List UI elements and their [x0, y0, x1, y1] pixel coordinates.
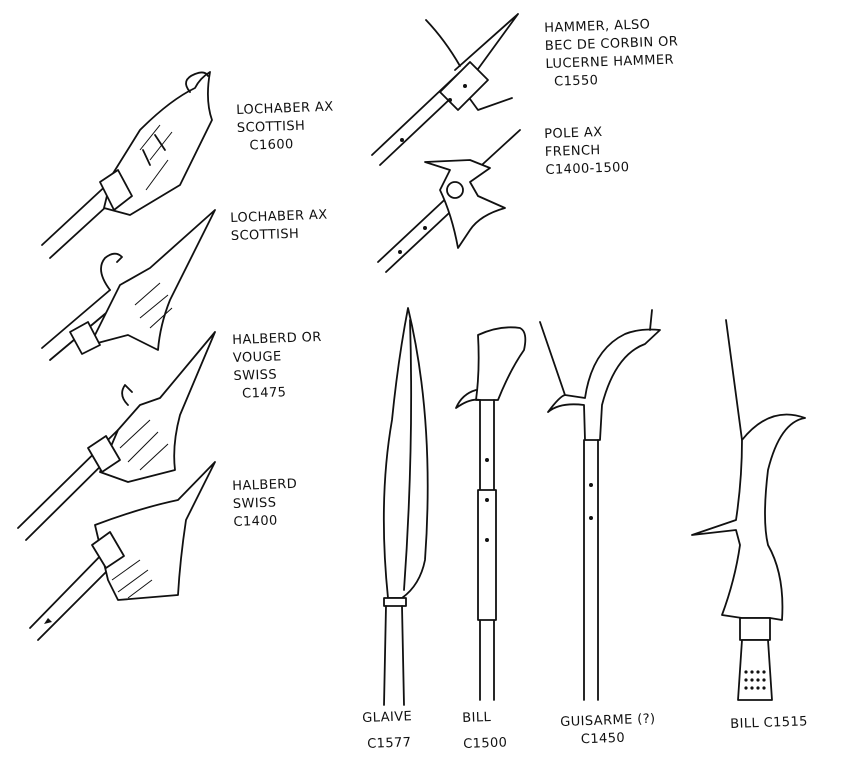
label-line: GUISARME (?): [560, 711, 656, 730]
label-line: SWISS: [232, 495, 277, 512]
label-hammer: HAMMER, ALSO BEC DE CORBIN OR LUCERNE HA…: [544, 15, 680, 92]
label-line: GLAIVE: [362, 709, 413, 726]
label-bill-1500: BILL C1500: [462, 708, 508, 754]
label-line: LOCHABER AX: [236, 99, 334, 118]
label-line: BILL: [462, 709, 492, 726]
label-line: C1400-1500: [545, 160, 630, 178]
label-lochaber-ax-2: LOCHABER AX SCOTTISH: [230, 207, 328, 246]
label-halberd-vouge: HALBERD OR VOUGE SWISS C1475: [232, 329, 324, 404]
label-line: HALBERD OR: [232, 329, 322, 348]
label-line: C1500: [462, 735, 508, 752]
label-line: C1577: [366, 735, 412, 752]
label-line: C1450: [580, 730, 626, 748]
label-lochaber-ax-1: LOCHABER AX SCOTTISH C1600: [236, 99, 335, 156]
label-line: BILL C1515: [730, 714, 809, 732]
label-line: C1600: [249, 137, 294, 154]
label-bill-1515: BILL C1515: [730, 713, 808, 734]
hammer-drawing: [371, 13, 519, 166]
label-line: C1475: [241, 385, 287, 402]
lochaber-ax-1-drawing: [41, 71, 213, 259]
label-guisarme: GUISARME (?) C1450: [560, 711, 656, 750]
bill-1515-drawing: [691, 319, 806, 701]
label-line: C1400: [233, 513, 278, 530]
label-glaive: GLAIVE C1577: [362, 708, 413, 754]
halberd-vouge-drawing: [17, 331, 216, 541]
guisarme-drawing: [539, 309, 661, 701]
label-line: SCOTTISH: [230, 226, 300, 244]
label-halberd-swiss: HALBERD SWISS C1400: [232, 476, 299, 532]
label-line: LOCHABER AX: [230, 207, 328, 226]
label-pole-ax: POLE AX FRENCH C1400-1500: [544, 123, 630, 180]
bill-1500-drawing: [455, 326, 527, 701]
lochaber-ax-2-drawing: [41, 209, 216, 361]
glaive-drawing: [382, 307, 429, 706]
halberd-swiss-drawing: [29, 461, 216, 641]
label-line: HALBERD: [232, 476, 298, 494]
pole-ax-drawing: [377, 129, 521, 273]
